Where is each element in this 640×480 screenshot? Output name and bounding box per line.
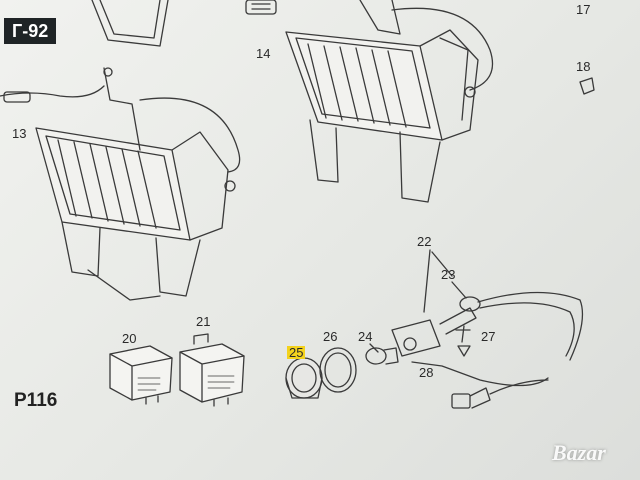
fog-lamp-13 bbox=[0, 67, 241, 301]
relay-20 bbox=[109, 345, 173, 405]
wiring-harness-22-23 bbox=[391, 249, 584, 409]
part-label-27: 27 bbox=[481, 329, 496, 344]
page-code: P116 bbox=[14, 390, 58, 411]
bulb-24 bbox=[365, 343, 399, 365]
relay-21 bbox=[179, 333, 245, 407]
top-mirror-part bbox=[91, 0, 169, 47]
part-label-24: 24 bbox=[358, 329, 373, 344]
part-label-20: 20 bbox=[122, 331, 137, 346]
fog-lamp-14 bbox=[285, 0, 494, 203]
part-label-13: 13 bbox=[12, 126, 27, 141]
bulb-socket-25 bbox=[285, 357, 323, 399]
part-label-25-highlighted: 25 bbox=[287, 345, 306, 360]
watermark-logo: Bazar bbox=[552, 440, 606, 465]
gasket-26 bbox=[319, 347, 357, 393]
overlay-label: Г-92 bbox=[4, 18, 57, 44]
part-label-28: 28 bbox=[419, 365, 434, 380]
part-label-22: 22 bbox=[417, 234, 432, 249]
part-label-26: 26 bbox=[323, 329, 338, 344]
part-label-23: 23 bbox=[441, 267, 456, 282]
part-label-18: 18 bbox=[576, 59, 591, 74]
top-connector bbox=[245, 0, 277, 15]
part-label-21: 21 bbox=[196, 314, 211, 329]
clip-18 bbox=[579, 77, 595, 95]
part-label-14: 14 bbox=[256, 46, 271, 61]
part-label-17: 17 bbox=[576, 2, 591, 17]
